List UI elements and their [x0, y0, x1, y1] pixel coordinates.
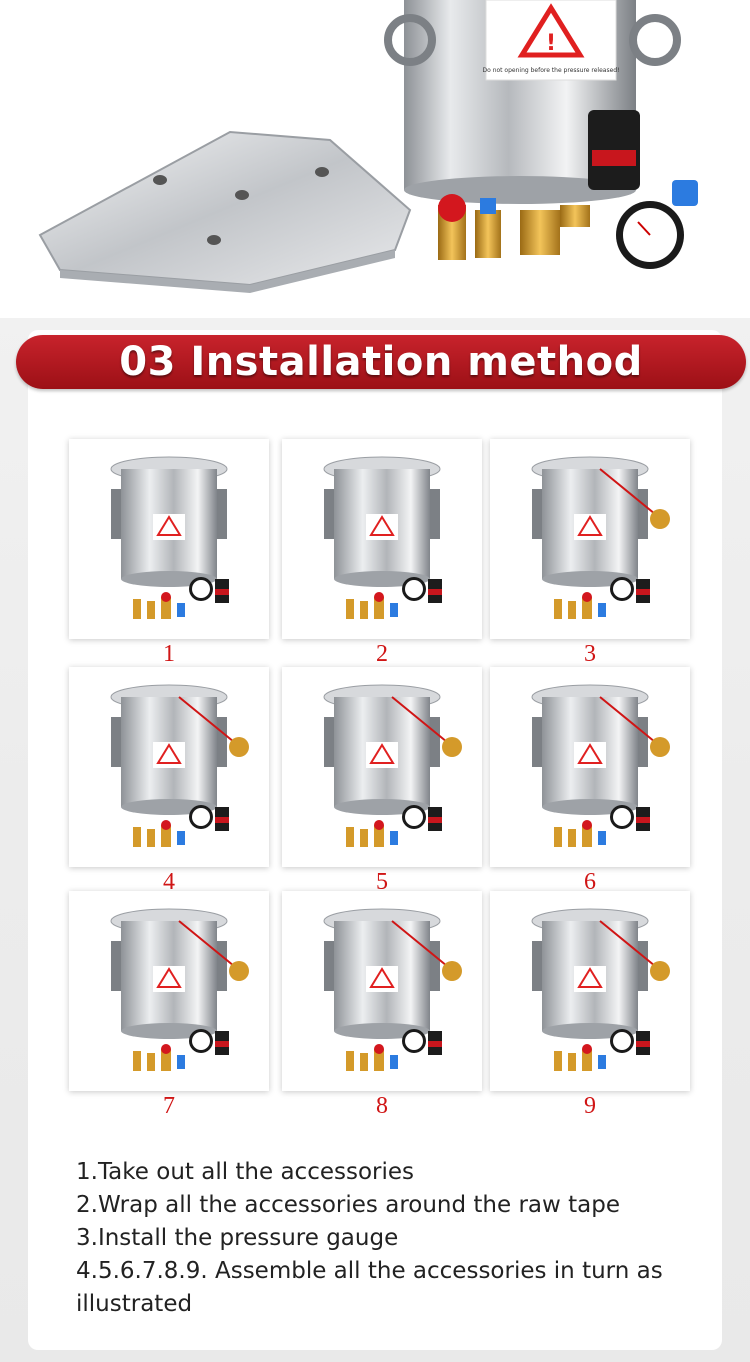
step-number-label: 2	[376, 641, 388, 667]
step-number-label: 6	[584, 869, 596, 895]
step-image-1	[69, 439, 269, 639]
section-banner: 03 Installation method	[16, 335, 746, 389]
step-number-label: 9	[584, 1093, 596, 1119]
pressure-tank-illustration	[69, 891, 269, 1091]
step-number-label: 8	[376, 1093, 388, 1119]
pressure-tank-illustration	[490, 891, 690, 1091]
pressure-tank-illustration	[282, 891, 482, 1091]
step-image-6	[490, 667, 690, 867]
step-image-9	[490, 891, 690, 1091]
step-image-2	[282, 439, 482, 639]
step-image-4	[69, 667, 269, 867]
pressure-tank-illustration	[490, 439, 690, 639]
step-number-label: 1	[163, 641, 175, 667]
step-image-5	[282, 667, 482, 867]
step-number-label: 5	[376, 869, 388, 895]
svg-text:Do not opening before the pres: Do not opening before the pressure relea…	[483, 67, 620, 74]
pressure-tank-illustration	[69, 439, 269, 639]
step-number-label: 4	[163, 869, 175, 895]
instruction-item: 2.Wrap all the accessories around the ra…	[76, 1192, 620, 1218]
step-image-7	[69, 891, 269, 1091]
step-number-label: 7	[163, 1093, 175, 1119]
section-title: 03 Installation method	[119, 339, 643, 385]
hero-product-photo: ! Do not opening before the pressure rel…	[0, 0, 750, 318]
step-image-8	[282, 891, 482, 1091]
step-number-label: 3	[584, 641, 596, 667]
svg-text:!: !	[546, 31, 556, 56]
pressure-tank-illustration	[282, 439, 482, 639]
instruction-item: 4.5.6.7.8.9. Assemble all the accessorie…	[76, 1258, 663, 1317]
instructions-list: 1.Take out all the accessories 2.Wrap al…	[76, 1156, 696, 1321]
pressure-tank-illustration	[69, 667, 269, 867]
pressure-tank-illustration	[282, 667, 482, 867]
instruction-item: 3.Install the pressure gauge	[76, 1225, 399, 1251]
instruction-item: 1.Take out all the accessories	[76, 1159, 415, 1185]
step-image-3	[490, 439, 690, 639]
pressure-tank-illustration	[490, 667, 690, 867]
